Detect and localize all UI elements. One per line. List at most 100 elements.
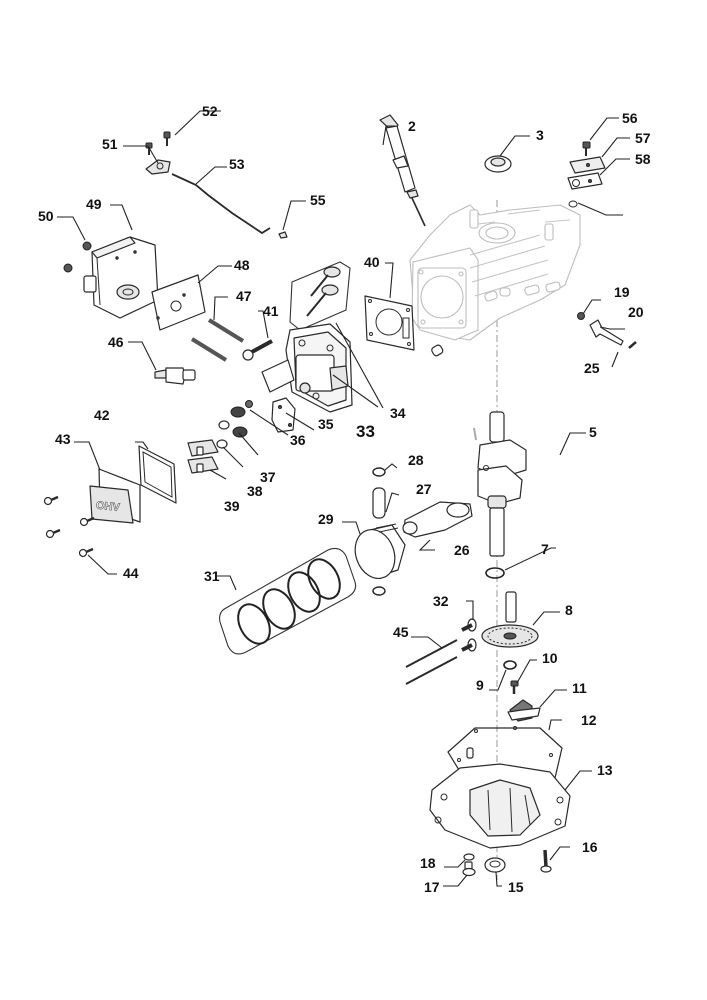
piston-ring-set: [219, 547, 357, 655]
label-36: 36: [290, 432, 306, 448]
label-44: 44: [123, 565, 139, 581]
label-3: 3: [536, 127, 544, 143]
label-17: 18: [420, 855, 436, 871]
label-2: 2: [408, 118, 416, 134]
engine-block: [409, 204, 581, 341]
muffler: [83, 236, 159, 319]
label-47: 48: [234, 257, 250, 273]
spark-plug: [154, 367, 196, 385]
label-26: 27: [416, 481, 432, 497]
label-48: 49: [86, 196, 102, 212]
cylinder-head-gasket: [364, 295, 415, 351]
label-16: 17: [424, 879, 440, 895]
throttle-linkage: [145, 131, 288, 239]
label-15: 16: [582, 839, 598, 855]
label-52: 53: [229, 156, 245, 172]
dipstick-tube: [379, 114, 426, 227]
label-51: 52: [202, 103, 218, 119]
label-7: 7: [541, 541, 549, 557]
push-rod-guide-plate: [271, 397, 296, 433]
crankshaft: [477, 411, 527, 579]
label-33: 33: [356, 422, 375, 441]
valve-spring: [230, 406, 248, 438]
valve-cover-bolt: [43, 495, 95, 558]
governor-assembly: [507, 699, 541, 722]
muffler-stud-2: [190, 337, 228, 362]
label-55: 56: [622, 110, 638, 126]
breather-assembly: [567, 141, 606, 208]
label-11: 11: [572, 680, 587, 696]
valve-keeper: [245, 400, 253, 408]
dowel-pin: [431, 344, 444, 357]
muffler-stud: [207, 318, 245, 343]
muffler-nut-2: [63, 263, 73, 273]
governor-pin: [628, 341, 637, 349]
camshaft-gear: [481, 591, 539, 648]
label-27: 28: [408, 452, 424, 468]
drain-plug: [462, 861, 476, 877]
label-10: 10: [542, 650, 558, 666]
ohv-emblem: OHV: [95, 500, 121, 514]
label-53: 55: [310, 192, 326, 208]
valve-cover: OHV: [89, 468, 141, 524]
push-rod: [405, 639, 458, 668]
label-20: 25: [584, 360, 600, 376]
label-37: 37: [260, 469, 276, 485]
label-50: 51: [102, 136, 118, 152]
label-14: 15: [508, 879, 524, 895]
part-number-labels: 52 51 53 55 2 3 56 57 58 49 50 48 47 41 …: [38, 103, 651, 895]
valve-kit: [289, 261, 351, 331]
oil-seal-top: [484, 155, 512, 173]
label-49: 50: [38, 208, 54, 224]
cover-bolt: [540, 849, 552, 873]
camshaft-washer: [503, 660, 517, 670]
label-12: 12: [581, 712, 597, 728]
piston-pin: [372, 487, 386, 519]
label-19: 20: [628, 304, 644, 320]
governor-shaft: [589, 319, 624, 346]
rocker-arm: [187, 439, 219, 474]
label-42: 42: [94, 407, 110, 423]
label-25: 26: [454, 542, 470, 558]
label-5: 5: [589, 424, 597, 440]
muffler-nut: [82, 241, 92, 251]
piston-pin-clip-2: [372, 586, 386, 596]
label-38: 38: [247, 483, 263, 499]
governor-screw: [510, 680, 519, 694]
governor-nut: [577, 312, 585, 320]
label-35: 35: [318, 416, 334, 432]
label-32: 45: [393, 624, 409, 640]
label-57: 58: [635, 151, 651, 167]
label-43: 43: [55, 431, 71, 447]
label-13: 13: [597, 762, 613, 778]
crankcase-cover: [429, 763, 571, 849]
label-18: 19: [614, 284, 630, 300]
connecting-rod: [402, 501, 473, 538]
push-rod-2: [405, 656, 458, 685]
muffler-gasket: [151, 274, 206, 331]
label-29: 31: [204, 568, 220, 584]
label-45: 46: [108, 334, 124, 350]
cylinder-head-bolt: [242, 339, 273, 361]
label-8: 8: [565, 602, 573, 618]
woodruff-key: [473, 427, 477, 441]
piston: [354, 523, 406, 579]
cylinder-head: [261, 323, 353, 413]
label-41: 41: [263, 303, 279, 319]
label-31: 32: [433, 593, 449, 609]
label-28: 29: [318, 511, 334, 527]
label-34: 34: [390, 405, 406, 421]
label-56: 57: [635, 130, 651, 146]
valve-spring-retainer: [216, 420, 230, 449]
drain-plug-washer: [463, 853, 475, 861]
label-39: 39: [224, 498, 240, 514]
leader-lines: [57, 110, 630, 887]
piston-pin-clip: [372, 467, 386, 477]
cover-dowel-pin: [466, 747, 474, 759]
label-9: 9: [476, 677, 484, 693]
valve-tappet: [461, 618, 477, 652]
oil-seal-bottom: [484, 857, 506, 873]
valve-cover-gasket: [138, 445, 177, 504]
label-40: 40: [364, 254, 380, 270]
